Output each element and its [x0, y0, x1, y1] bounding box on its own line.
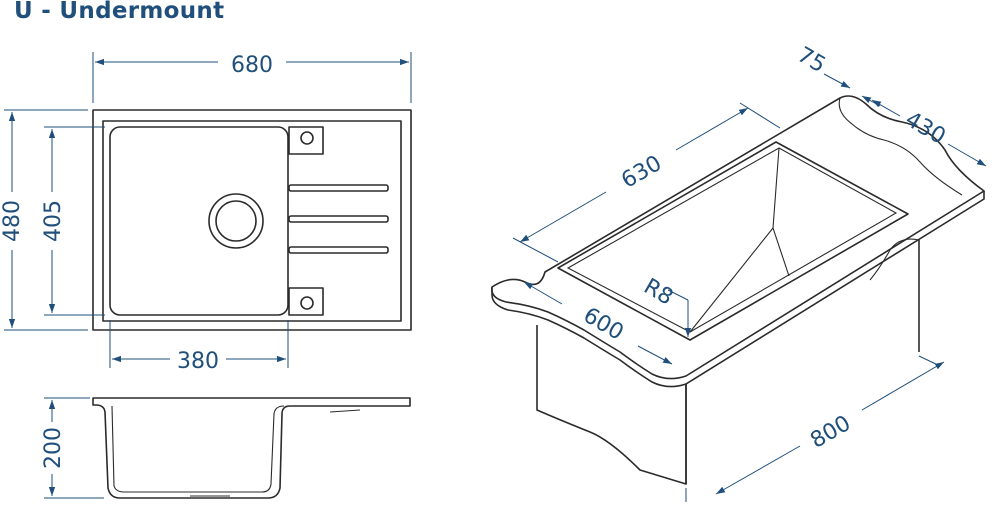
side-detail-line — [329, 409, 361, 413]
top-view — [92, 109, 412, 331]
dim-800-label: 800 — [806, 411, 855, 454]
dim-75-arrow-b — [861, 95, 881, 107]
drain-inner-ring — [215, 200, 257, 242]
dim-430-right — [947, 143, 987, 167]
dim-405-label: 405 — [41, 200, 66, 242]
dim-630-upper — [675, 107, 749, 151]
cabinet-left-side — [536, 325, 687, 485]
dim-630-lower — [519, 191, 607, 243]
sink-opening-inner — [566, 147, 898, 333]
side-profile-inner — [111, 405, 285, 493]
dim-800-upper — [861, 361, 945, 411]
dim-430-left — [871, 99, 901, 117]
dim-680-label: 680 — [231, 53, 273, 78]
drain-outer-ring — [208, 193, 264, 249]
dim-600-left — [523, 281, 563, 305]
countertop-edge — [491, 191, 985, 388]
dimensions: 680 480 405 380 200 630 75 — [0, 43, 987, 502]
countertop-top — [490, 95, 985, 380]
tap-hole-top-icon — [300, 131, 314, 145]
dim-r8-leader — [667, 289, 689, 301]
drainer-groove-1 — [288, 184, 389, 192]
dim-380-label: 380 — [177, 349, 219, 374]
sink-inner-rim — [102, 120, 402, 322]
dim-600-right — [637, 345, 673, 365]
tap-hole-box-top — [288, 126, 324, 155]
dim-630-label: 630 — [617, 151, 666, 194]
dim-480-label: 480 — [0, 200, 25, 242]
isometric-view — [490, 95, 985, 485]
bowl-floor-line — [772, 227, 790, 277]
page-title: U - Undermount — [14, 0, 225, 24]
dim-800-lower — [715, 445, 801, 495]
ext-800-right — [918, 355, 941, 367]
cabinet-cut-line — [869, 238, 920, 281]
drainer-groove-3 — [288, 246, 389, 254]
cut-line-back — [838, 97, 963, 196]
sink-outline — [92, 109, 412, 331]
tap-hole-bottom-icon — [300, 296, 314, 310]
bowl-outline — [109, 126, 289, 316]
bowl-wall — [689, 147, 780, 333]
dim-200-label: 200 — [41, 427, 66, 469]
side-profile-outline — [92, 397, 411, 499]
ext-630-left — [512, 237, 559, 263]
dim-75-label: 75 — [793, 43, 830, 79]
dim-430-label: 430 — [901, 107, 950, 150]
side-view — [92, 397, 411, 499]
sink-opening — [557, 141, 909, 341]
drainer-groove-2 — [288, 215, 389, 223]
dim-75-arrow-a — [823, 73, 851, 89]
tap-hole-box-bottom — [288, 287, 324, 316]
ext-630-right — [739, 102, 781, 129]
dim-r8-label: R8 — [639, 274, 677, 310]
